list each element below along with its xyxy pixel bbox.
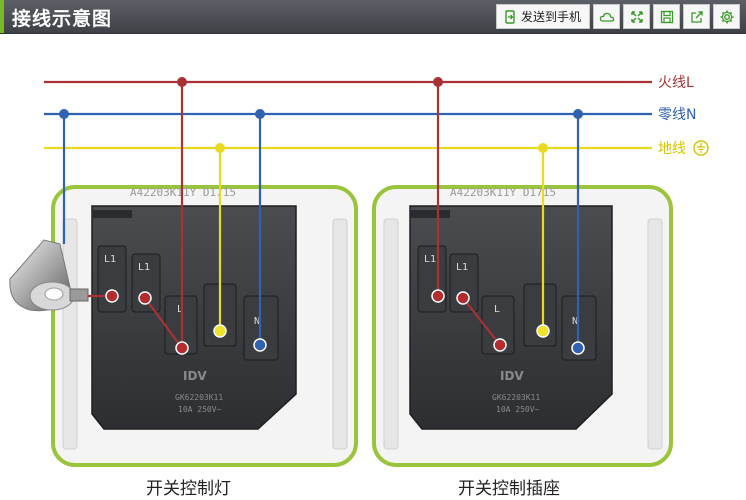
junction-dots (59, 77, 583, 153)
live-wire-label: 火线L (658, 75, 694, 91)
save-icon (660, 10, 673, 23)
expand-button[interactable] (623, 4, 650, 29)
model-bottom-text: GK62203K11 (175, 393, 223, 402)
send-to-phone-button[interactable]: 发送到手机 (495, 4, 590, 29)
caption-left: 开关控制灯 (146, 479, 231, 499)
brand-strip (410, 210, 450, 218)
model-bottom-text: GK62203K11 (492, 393, 540, 402)
model-top-text: A42203K11Y D1715 (450, 186, 556, 199)
svg-text:L: L (177, 304, 183, 315)
svg-text:N: N (572, 316, 578, 327)
socket-panel-left: A42203K11Y D1715 L1 L1 L N IDV GK62203K1… (51, 185, 358, 467)
settings-button[interactable] (713, 4, 740, 29)
svg-text:L1: L1 (424, 254, 436, 265)
page-title: 接线示意图 (12, 8, 113, 30)
neutral-wire-label: 零线N (658, 107, 696, 123)
svg-text:N: N (254, 316, 260, 327)
socket-panel-right: A42203K11Y D1715 L1 L1 L N IDV GK62203K1… (372, 185, 673, 467)
wire-bus-lines (44, 80, 652, 150)
share-button[interactable] (683, 4, 710, 29)
svg-text:L1: L1 (104, 254, 116, 265)
rating-text: 10A 250V~ (178, 405, 222, 414)
header-accent-bar (0, 0, 4, 33)
page-header: 接线示意图 发送到手机 (0, 0, 746, 34)
rating-text: 10A 250V~ (496, 405, 540, 414)
brand-strip (92, 210, 132, 218)
svg-text:L: L (494, 304, 500, 315)
share-icon (690, 10, 703, 23)
ground-symbol-icon (693, 140, 709, 156)
wires-right (436, 82, 580, 348)
wires-left (62, 82, 262, 349)
earth-wire-label: 地线 (658, 141, 686, 157)
svg-text:L1: L1 (138, 262, 150, 273)
send-phone-icon (505, 9, 515, 24)
wiring-diagram: A42203K11Y D1715 L1 L1 L N IDV GK62203K1… (9, 75, 709, 467)
svg-text:L1: L1 (456, 262, 468, 273)
cloud-icon (599, 12, 614, 22)
brand-mark: IDV (183, 369, 207, 383)
cloud-button[interactable] (593, 4, 620, 29)
caption-right: 开关控制插座 (458, 479, 560, 499)
send-to-phone-label: 发送到手机 (520, 10, 581, 24)
settings-icon (720, 10, 733, 23)
save-button[interactable] (653, 4, 680, 29)
brand-mark: IDV (500, 369, 524, 383)
expand-icon (630, 10, 643, 23)
lamp-illustration (9, 239, 89, 312)
terminal-dots (105, 289, 585, 355)
toolbar: 发送到手机 (495, 4, 740, 29)
